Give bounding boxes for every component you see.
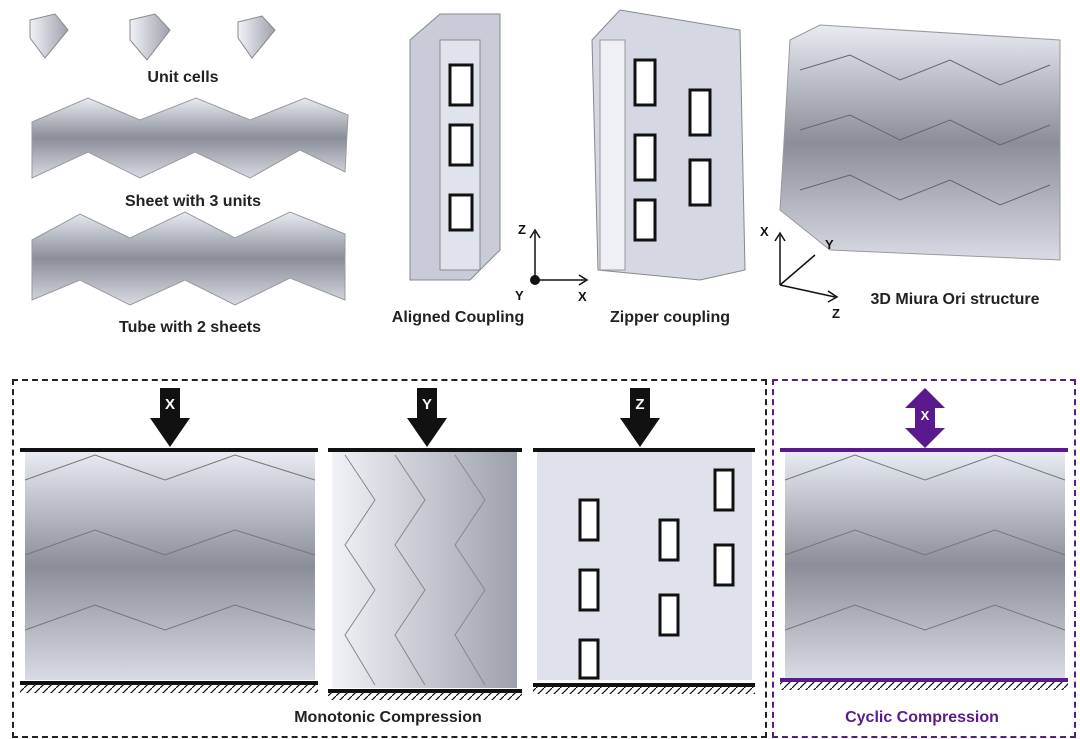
cyclic-box <box>772 379 1076 738</box>
arrow-y-icon <box>407 388 447 447</box>
zipper-coupling-label: Zipper coupling <box>610 309 730 326</box>
unit-cells-label: Unit cells <box>147 69 219 86</box>
panel-x <box>20 448 318 693</box>
panel-cyclic <box>780 448 1068 690</box>
monotonic-compression-label: Monotonic Compression <box>294 709 482 726</box>
axis-left-z: Z <box>518 222 526 237</box>
arrow-z-label: Z <box>635 396 645 413</box>
axis-right-z: Z <box>832 306 840 321</box>
cyclic-compression-label: Cyclic Compression <box>845 709 999 726</box>
arrow-cyclic-label: X <box>920 408 930 423</box>
axis-left-x: X <box>578 289 587 304</box>
axes-right <box>774 231 839 303</box>
panel-z <box>533 448 755 694</box>
panel-y <box>328 448 522 700</box>
axes-left <box>529 228 589 286</box>
aligned-coupling-graphic <box>409 13 501 281</box>
arrow-x-label: X <box>164 396 176 413</box>
axis-left-y: Y <box>515 288 524 303</box>
aligned-coupling-label: Aligned Coupling <box>391 309 525 326</box>
unit-cells-graphic <box>29 13 276 61</box>
sheet-label: Sheet with 3 units <box>124 193 262 210</box>
axis-right-y: Y <box>825 237 834 252</box>
arrow-x-icon <box>150 388 190 447</box>
zipper-coupling-graphic <box>591 9 746 281</box>
arrow-y-label: Y <box>421 396 433 413</box>
tube-label: Tube with 2 sheets <box>119 319 261 336</box>
arrow-z-icon <box>620 388 660 447</box>
miura-3d-graphic <box>779 24 1061 261</box>
sheet-graphic <box>31 97 349 179</box>
miura-label: 3D Miura Ori structure <box>870 291 1040 308</box>
tube-graphic <box>31 211 346 306</box>
monotonic-box <box>12 379 767 738</box>
arrow-cyclic-icon <box>905 388 945 448</box>
axis-right-x: X <box>760 224 769 239</box>
